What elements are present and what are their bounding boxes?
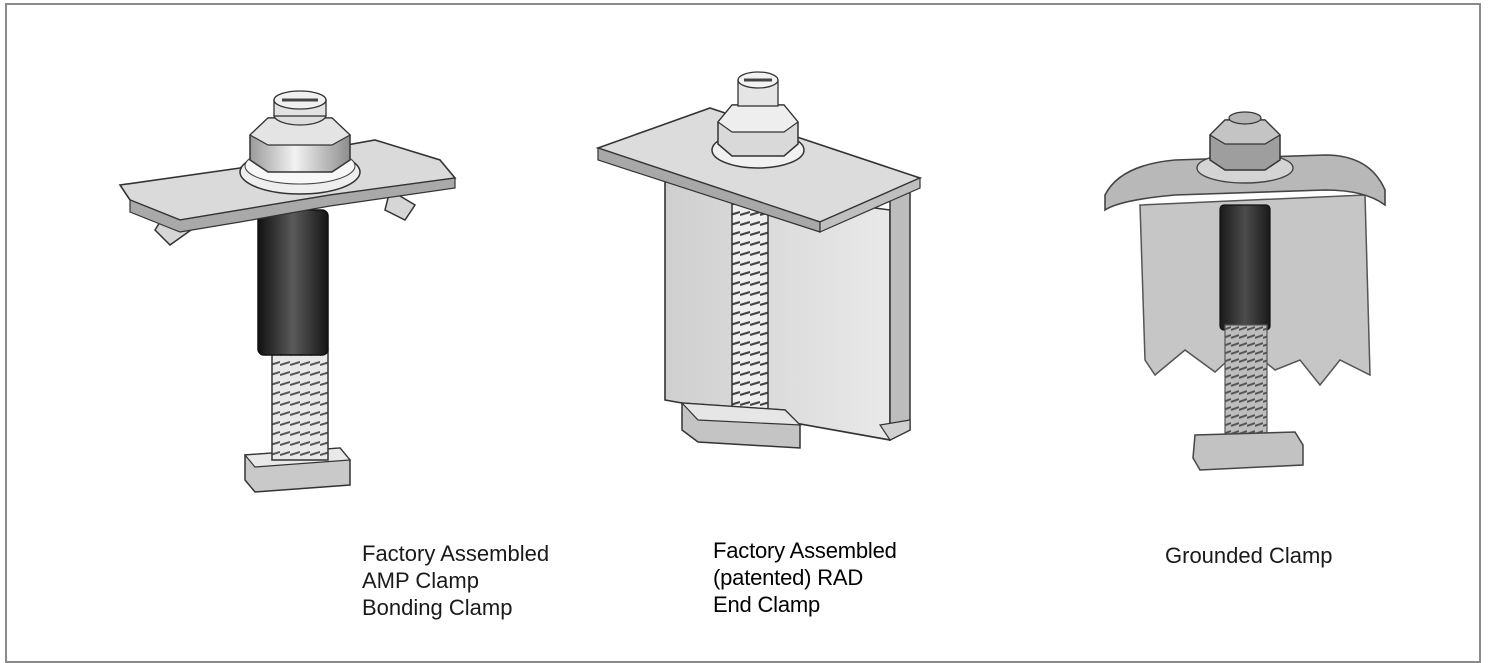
caption-line: Factory Assembled <box>362 541 550 566</box>
caption-line: Grounded Clamp <box>1165 543 1333 568</box>
amp-bonding-clamp-illustration <box>118 90 457 493</box>
grounded-clamp-illustration <box>1104 111 1386 471</box>
caption-line: Factory Assembled <box>713 538 897 563</box>
caption-line: (patented) RAD <box>713 565 864 590</box>
caption-line: End Clamp <box>713 592 821 617</box>
caption-line: Bonding Clamp <box>362 595 513 620</box>
caption-grounded-clamp: Grounded Clamp <box>1165 542 1333 569</box>
caption-line: AMP Clamp <box>362 568 479 593</box>
rad-end-clamp-illustration <box>595 71 923 449</box>
caption-rad-end-clamp: Factory Assembled (patented) RAD End Cla… <box>713 537 897 618</box>
caption-amp-bonding-clamp: Factory Assembled AMP Clamp Bonding Clam… <box>362 540 549 621</box>
